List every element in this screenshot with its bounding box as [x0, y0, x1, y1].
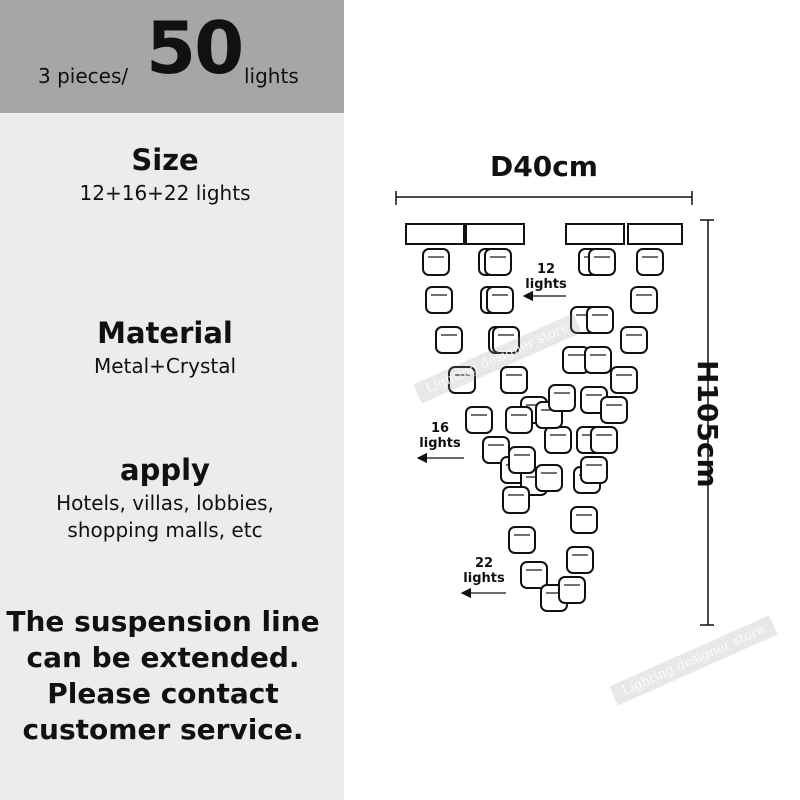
spec-material-heading: Material: [97, 316, 233, 350]
light-unit: lights: [244, 64, 299, 88]
strand-12-count: 12: [536, 262, 556, 277]
diameter-label: D40cm: [490, 150, 598, 183]
strand-16-unit: lights: [419, 436, 461, 451]
crystal-bead: [508, 526, 536, 554]
spec-size-value: 12+16+22 lights: [79, 180, 251, 205]
crystal-bead: [630, 286, 658, 314]
height-dimension-line: [700, 219, 714, 626]
crystal-bead: [544, 426, 572, 454]
crystal-bead: [422, 248, 450, 276]
note-line-2: can be extended.: [26, 641, 300, 674]
crystal-strands: [422, 248, 664, 612]
strand-16-count: 16: [430, 421, 450, 436]
strand-22-unit: lights: [463, 571, 505, 586]
strand-12-unit: lights: [525, 277, 567, 292]
crystal-bead: [505, 406, 533, 434]
crystal-bead: [558, 576, 586, 604]
crystal-bead: [492, 326, 520, 354]
crystal-bead: [584, 346, 612, 374]
crystal-bead: [588, 248, 616, 276]
crystal-bead: [425, 286, 453, 314]
pieces-label: 3 pieces/: [38, 64, 129, 88]
spec-material: Material Metal+Crystal: [0, 316, 330, 380]
ceiling-plates: [405, 223, 683, 245]
crystal-bead: [484, 248, 512, 276]
crystal-bead: [520, 561, 548, 589]
note-line-3: Please contact: [47, 677, 279, 710]
spec-material-value: Metal+Crystal: [93, 353, 237, 378]
crystal-bead: [620, 326, 648, 354]
crystal-bead: [566, 546, 594, 574]
diameter-dimension-line: [395, 191, 693, 205]
extension-note: The suspension line can be extended. Ple…: [0, 604, 326, 748]
crystal-bead: [548, 384, 576, 412]
crystal-bead: [586, 306, 614, 334]
light-count-banner: 3 pieces/ 50 lights: [0, 0, 344, 113]
chandelier-drawing: [395, 191, 714, 626]
strand-label-16: 16 lights: [410, 421, 470, 451]
crystal-bead: [500, 366, 528, 394]
spec-apply-value-line-2: shopping malls, etc: [67, 517, 263, 542]
spec-apply: apply Hotels, villas, lobbies, shopping …: [0, 453, 330, 544]
light-count: 50: [146, 6, 244, 90]
strand-label-22: 22 lights: [454, 556, 514, 586]
crystal-bead: [508, 446, 536, 474]
note-line-4: customer service.: [22, 713, 304, 746]
crystal-bead: [435, 326, 463, 354]
crystal-strand: [580, 248, 664, 484]
spec-apply-heading: apply: [120, 453, 210, 487]
crystal-bead: [600, 396, 628, 424]
dimension-diagram: D40cm H105cm 12 lights 16 lights 22 ligh…: [344, 0, 800, 800]
height-label: H105cm: [691, 360, 724, 488]
spec-panel: 3 pieces/ 50 lights Size 12+16+22 lights…: [0, 0, 344, 800]
note-line-1: The suspension line: [6, 605, 320, 638]
crystal-bead: [580, 456, 608, 484]
spec-size-heading: Size: [131, 143, 199, 177]
crystal-bead: [465, 406, 493, 434]
crystal-bead: [486, 286, 514, 314]
crystal-bead: [610, 366, 638, 394]
crystal-bead: [570, 506, 598, 534]
spec-apply-value-line-1: Hotels, villas, lobbies,: [56, 490, 274, 515]
strand-arrows: [416, 290, 566, 599]
crystal-bead: [535, 464, 563, 492]
spec-size: Size 12+16+22 lights: [0, 143, 330, 207]
strand-22-count: 22: [474, 556, 494, 571]
crystal-bead: [590, 426, 618, 454]
crystal-bead: [448, 366, 476, 394]
crystal-bead: [502, 486, 530, 514]
crystal-bead: [636, 248, 664, 276]
strand-label-12: 12 lights: [516, 262, 576, 292]
